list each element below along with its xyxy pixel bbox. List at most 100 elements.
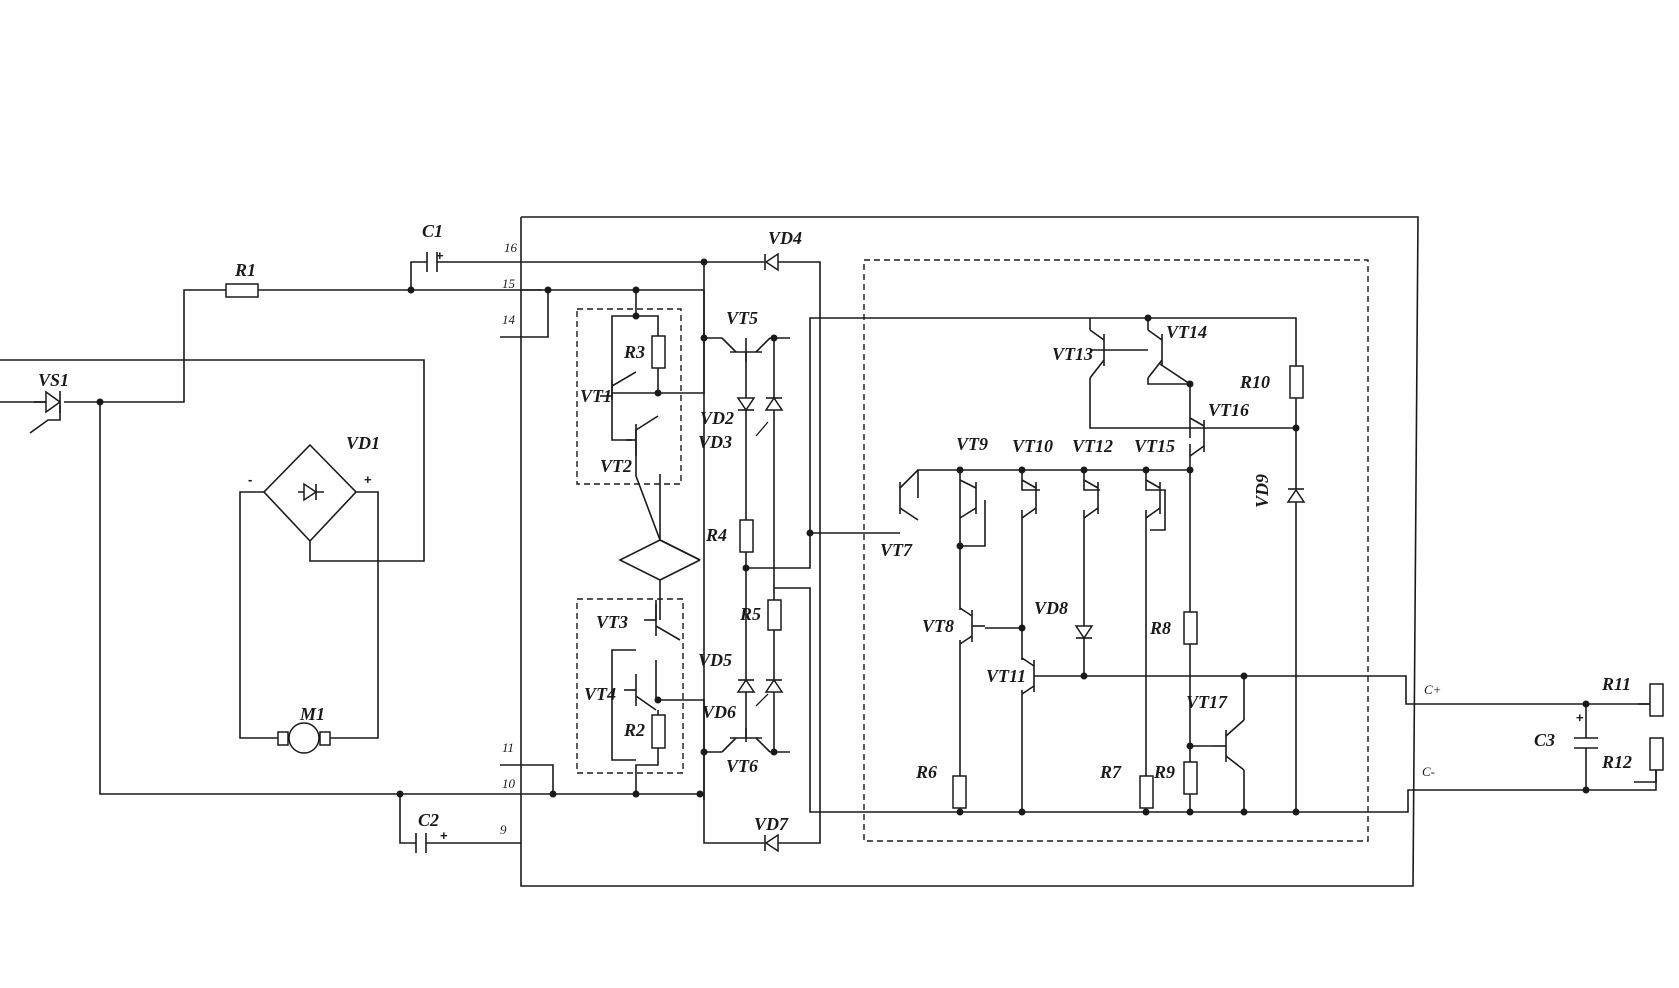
bridge-rectifier-vd1 [262,443,358,543]
junction-dot [549,790,557,798]
junction-dot [1292,424,1300,432]
transistor-vt7 [899,469,919,521]
junction-dot [700,258,708,266]
junction-dot [396,790,404,798]
junction-dot [654,696,662,704]
junction-dot [1144,314,1152,322]
transistor-vt5 [721,337,771,362]
capacitor-c2 [415,833,427,853]
junction-dot [1186,742,1194,750]
label-vt17: VT17 [1186,692,1228,712]
vd1-minus-sign: - [248,472,252,487]
label-r4: R4 [705,525,727,545]
label-vd4: VD4 [768,228,802,248]
lower-darlington-outline [576,598,684,774]
motor-m1 [277,722,331,754]
junction-dot [1080,466,1088,474]
resistor-r7 [1139,775,1154,809]
label-vd2: VD2 [700,408,734,428]
resistor-r9 [1183,761,1198,795]
transistor-vt16 [1189,417,1205,457]
diode-vd9 [1286,488,1306,503]
diode-vd6 [764,678,784,693]
junction-dot [770,334,778,342]
label-vt15: VT15 [1134,436,1175,456]
diode-vd7 [764,833,779,853]
transistor-vt8 [959,607,985,645]
label-vt7: VT7 [880,540,913,560]
label-vt13: VT13 [1052,344,1093,364]
junction-dot [1186,808,1194,816]
external-wiring [0,261,548,844]
transistor-vt12 [1083,479,1099,519]
junction-dot [1582,700,1590,708]
resistor-r4 [739,519,754,553]
transistor-vt9 [959,479,977,519]
label-vd8: VD8 [1034,598,1068,618]
junction-dot [1080,672,1088,680]
capacitor-c3 [1574,737,1598,749]
junction-dot [1582,786,1590,794]
ic-package-outline [520,216,1419,887]
label-r8: R8 [1149,618,1171,638]
label-vd3: VD3 [698,432,732,452]
junction-dot [770,748,778,756]
vd1-plus-sign: + [364,472,372,487]
junction-dot [1142,808,1150,816]
label-r3: R3 [623,342,645,362]
label-vt12: VT12 [1072,436,1113,456]
junction-dot [1018,466,1026,474]
resistor-r11 [1649,683,1664,717]
resistor-r12 [1649,737,1664,771]
junction-dot [654,389,662,397]
diode-vd4 [764,252,779,272]
label-vd9: VD9 [1252,474,1272,508]
label-m1: M1 [299,704,325,724]
label-r2: R2 [623,720,645,740]
transistor-vt17 [1212,719,1245,771]
resistor-r8 [1183,611,1198,645]
label-vt5: VT5 [726,308,758,328]
junction-dot [956,808,964,816]
ic-left-wiring [500,261,1526,844]
pin-15: 15 [502,276,516,291]
junction-dot [1018,624,1026,632]
label-r9: R9 [1153,762,1175,782]
junction-dot [1292,808,1300,816]
pin-11: 11 [502,740,514,755]
label-vt10: VT10 [1012,436,1053,456]
resistor-r6 [952,775,967,809]
label-vt8: VT8 [922,616,954,636]
label-c2: C2 [418,810,439,830]
pin-16: 16 [504,240,518,255]
ic-right-wiring [810,318,1586,812]
label-r12: R12 [1601,752,1632,772]
label-vd6: VD6 [702,702,736,722]
label-r5: R5 [739,604,761,624]
label-vt4: VT4 [584,684,616,704]
pin-9: 9 [500,822,507,837]
transistor-vt14 [1147,329,1163,379]
resistor-r3 [651,335,666,369]
junction-dot [1186,380,1194,388]
junction-dot [700,748,708,756]
label-vt3: VT3 [596,612,628,632]
label-r11: R11 [1601,674,1631,694]
c1-plus-sign: + [436,248,444,263]
diode-vd5 [736,678,756,693]
transistor-vt15 [1145,479,1161,519]
label-vs1: VS1 [38,370,69,390]
capacitor-c1 [426,252,438,272]
label-vd7: VD7 [754,814,789,834]
junction-dot [696,790,704,798]
transistor-vt4 [624,674,657,711]
label-vd5: VD5 [698,650,732,670]
transistor-vt1 [600,371,637,412]
label-pointer [755,693,769,707]
transistor-vt10 [1021,479,1037,519]
label-vt14: VT14 [1166,322,1207,342]
junction-dot [1018,808,1026,816]
transistor-vt2 [626,415,659,456]
pin-c-plus: C+ [1424,682,1441,697]
